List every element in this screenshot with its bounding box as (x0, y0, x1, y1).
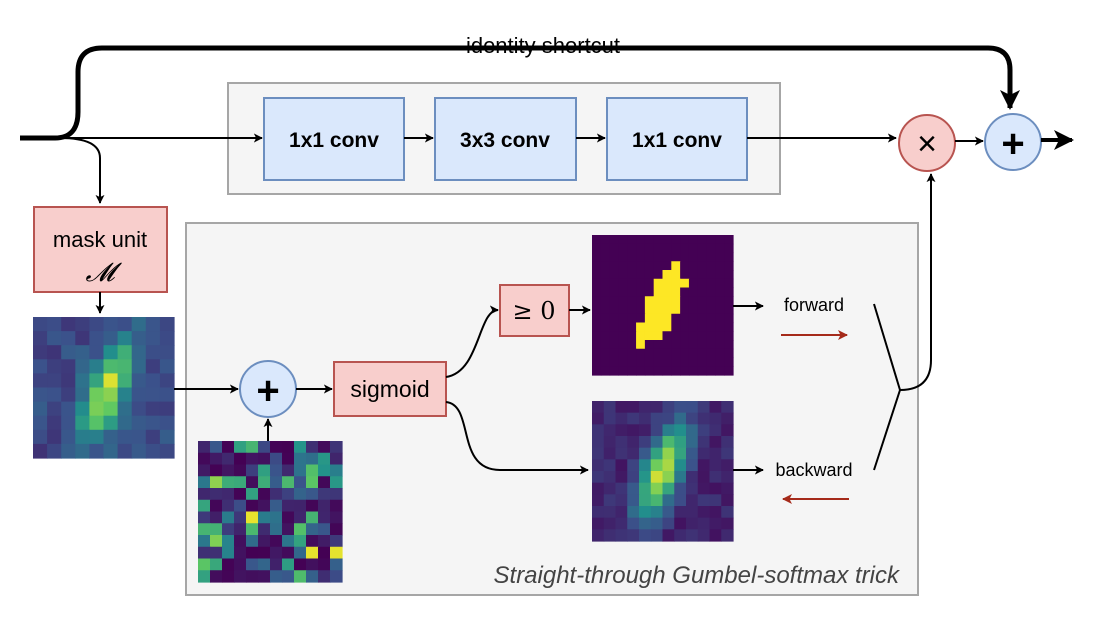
gumbel-noise-heatmap (198, 441, 343, 583)
trick-caption: Straight-through Gumbel-softmax trick (494, 562, 901, 589)
conv1-box (263, 97, 405, 181)
threshold-box (499, 284, 570, 337)
hard-mask-heatmap (592, 235, 734, 376)
threshold-label: ≥ 0 (512, 297, 555, 325)
backward-label: backward (775, 460, 852, 480)
add-symbol: + (1001, 122, 1024, 166)
sigmoid-to-threshold-arrow (445, 305, 499, 378)
noise-add-symbol: + (256, 369, 279, 413)
conv3-label: 1x1 conv (632, 129, 722, 152)
sigmoid-to-softmask-arrow (445, 401, 589, 475)
conv3-box (606, 97, 748, 181)
mask-logits-heatmap (33, 317, 175, 459)
conv2-box (434, 97, 577, 181)
mask-unit-label: mask unit (53, 227, 147, 252)
identity-shortcut-arrow (20, 45, 1020, 141)
sigmoid-box (333, 361, 447, 417)
soft-mask-heatmap (592, 401, 734, 542)
conv1-label: 1x1 conv (289, 129, 379, 152)
forward-label: forward (784, 295, 844, 315)
mask-combiner-arrow (873, 174, 931, 471)
conv2-label: 3x3 conv (460, 129, 550, 152)
input-to-mask-arrow (59, 137, 105, 204)
multiply-symbol: × (917, 125, 937, 163)
identity-shortcut-label: identity shortcut (466, 33, 620, 58)
sigmoid-label: sigmoid (350, 376, 429, 402)
